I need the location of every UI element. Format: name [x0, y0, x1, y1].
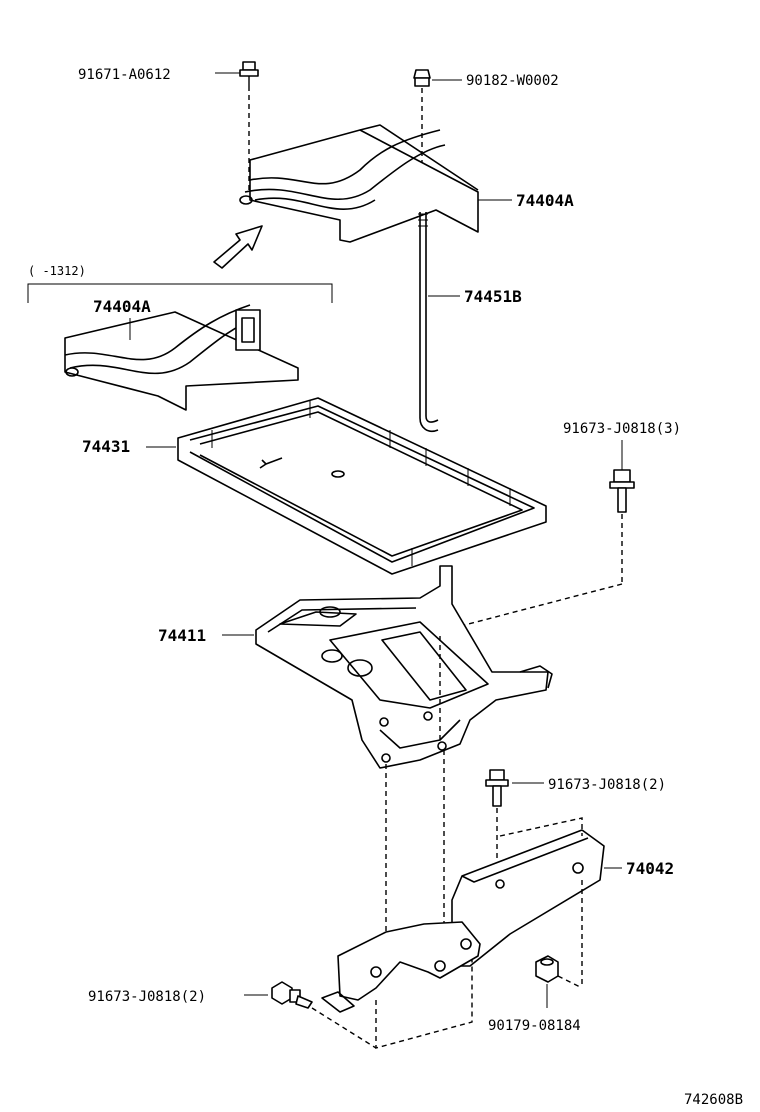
applicability-note: ( -1312)	[28, 264, 86, 278]
hold-down-rod-74451b[interactable]	[418, 212, 439, 433]
callout-91673-j0818-3[interactable]: 91673-J0818(3)	[563, 421, 681, 437]
bolt-91673-j0818-2-right[interactable]	[485, 769, 509, 880]
nut-90179-08184[interactable]	[535, 955, 583, 989]
callout-74431[interactable]: 74431	[82, 437, 130, 456]
callout-74404a-upper[interactable]: 74404A	[516, 191, 574, 210]
callout-91673-j0818-2-right[interactable]: 91673-J0818(2)	[548, 777, 666, 793]
battery-clamp-74404a-lower[interactable]	[64, 304, 299, 411]
diagram-id: 742608B	[684, 1092, 743, 1108]
lower-mount-bracket	[321, 921, 481, 1013]
callout-74411[interactable]: 74411	[158, 626, 206, 645]
callout-90182-w0002[interactable]: 90182-W0002	[466, 73, 559, 89]
callout-74404a-lower[interactable]: 74404A	[93, 297, 151, 316]
battery-clamp-74404a-upper[interactable]	[239, 124, 479, 243]
bolt-91671-a0612[interactable]	[239, 61, 259, 190]
callout-91673-j0818-2-left[interactable]: 91673-J0818(2)	[88, 989, 206, 1005]
battery-tray-74431[interactable]	[177, 397, 547, 575]
direction-arrow-icon	[213, 225, 263, 269]
battery-carrier-74411[interactable]	[255, 565, 553, 769]
callout-91671-a0612[interactable]: 91671-A0612	[78, 67, 171, 83]
callout-74042[interactable]: 74042	[626, 859, 674, 878]
applicability-bracket	[27, 283, 333, 303]
callout-74451b[interactable]: 74451B	[464, 287, 522, 306]
support-bracket-74042[interactable]	[451, 817, 605, 988]
callout-90179-08184[interactable]: 90179-08184	[488, 1018, 581, 1034]
bolt-91673-j0818-2-left[interactable]	[271, 981, 377, 1049]
